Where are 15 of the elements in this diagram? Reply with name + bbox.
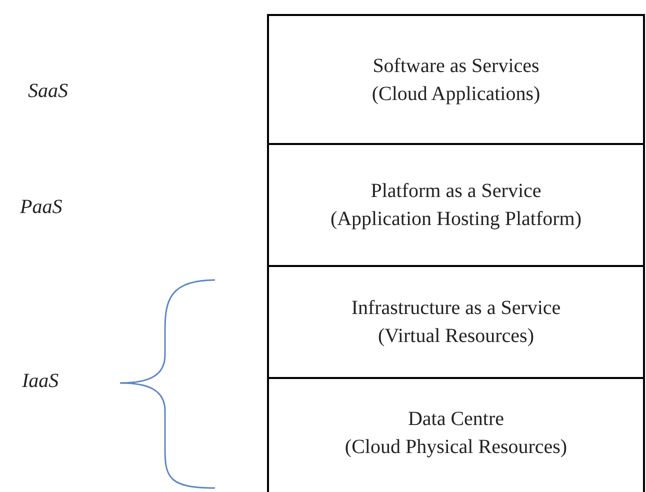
layer-title: Platform as a Service	[370, 179, 542, 204]
layer-box	[267, 379, 645, 492]
layer-box	[267, 145, 645, 267]
layer-subtitle: (Cloud Applications)	[372, 82, 540, 106]
layer-box	[267, 14, 645, 145]
layer-subtitle: (Virtual Resources)	[378, 324, 534, 349]
layer-label: PaaS	[20, 196, 62, 219]
layer-label: IaaS	[22, 370, 59, 393]
layer-title: Software as Services	[372, 54, 540, 78]
layer-title: Infrastructure as a Service	[351, 296, 561, 321]
layer-subtitle: (Cloud Physical Resources)	[344, 435, 568, 460]
layer-box	[267, 267, 645, 379]
layer-subtitle: (Application Hosting Platform)	[330, 207, 582, 232]
layer-label: SaaS	[28, 80, 68, 103]
layer-title: Data Centre	[408, 407, 504, 432]
